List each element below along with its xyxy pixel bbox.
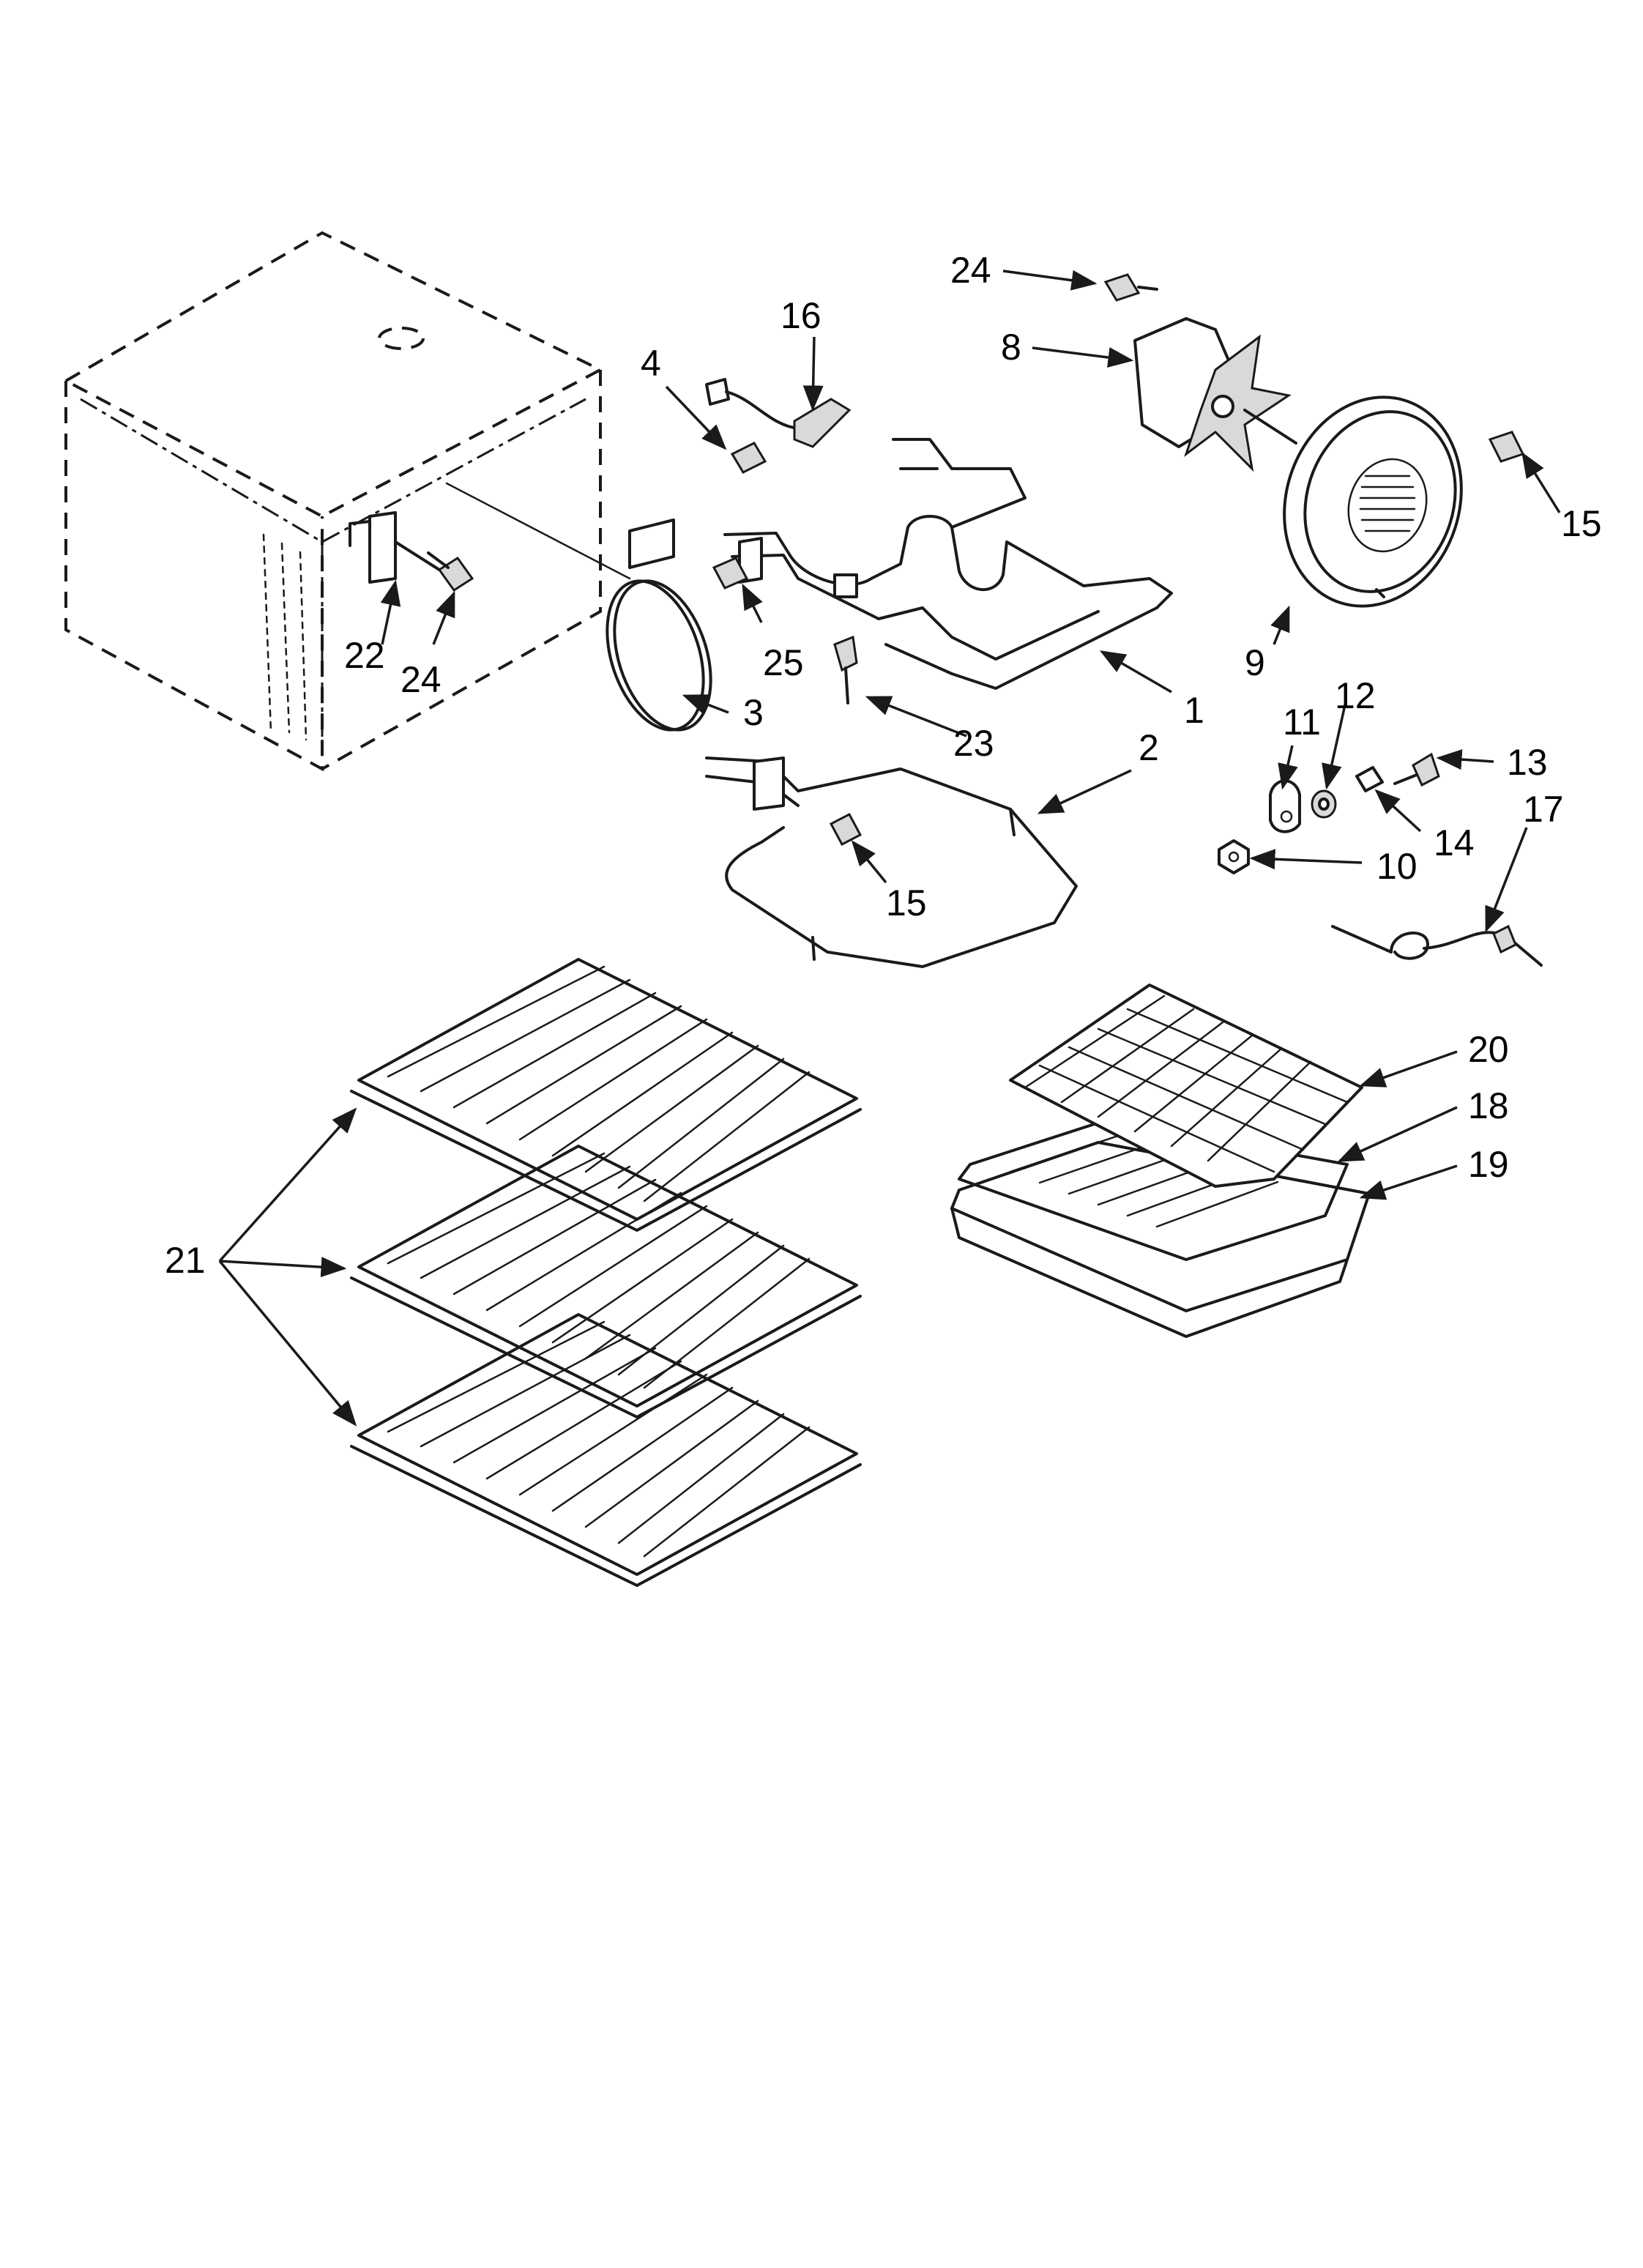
callout-22: 22 <box>344 635 385 676</box>
part-9-fan-cover <box>1283 395 1463 608</box>
callout-3: 3 <box>743 692 764 733</box>
part-24-screw-upper <box>1103 273 1158 302</box>
callout-23: 23 <box>953 723 994 764</box>
part-22-bracket <box>349 511 441 584</box>
part-25-screw <box>712 557 749 590</box>
callout-20: 20 <box>1468 1029 1509 1070</box>
callout-21: 21 <box>165 1240 206 1281</box>
part-4-screw <box>730 442 767 474</box>
part-15-screw-lower <box>829 812 863 847</box>
callout-16: 16 <box>780 295 822 336</box>
part-20-broiler-tray-rack <box>1009 984 1363 1188</box>
part-15-screw-upper <box>1488 431 1525 463</box>
callout-1: 1 <box>1184 690 1204 731</box>
part-21-oven-rack-top <box>350 958 862 1232</box>
oven-cavity-outline <box>62 231 631 772</box>
callout-19: 19 <box>1468 1144 1509 1185</box>
part-3-ring <box>606 518 712 732</box>
part-24-screw-lower <box>427 551 474 592</box>
part-11-bracket <box>1269 779 1301 833</box>
part-16-connector <box>705 378 852 448</box>
part-12-washer <box>1311 789 1337 819</box>
callout-2: 2 <box>1139 727 1159 768</box>
part-21-oven-rack-bottom <box>350 1313 862 1587</box>
part-2-broil-element <box>705 756 1078 968</box>
part-8-fan-motor <box>1133 317 1297 472</box>
callout-25: 25 <box>763 642 804 683</box>
part-17-meat-probe <box>1331 924 1543 967</box>
callout-24-upper: 24 <box>950 250 991 291</box>
callout-12: 12 <box>1335 675 1376 716</box>
part-19-broiler-pan <box>950 1141 1371 1338</box>
callout-15-lower: 15 <box>886 882 927 923</box>
callout-8: 8 <box>1001 327 1021 368</box>
callout-14: 14 <box>1434 822 1475 863</box>
callout-11: 11 <box>1283 702 1321 743</box>
part-21-oven-rack-middle <box>350 1145 862 1419</box>
callout-labels: 24 8 16 4 15 9 1 25 3 23 22 24 2 15 11 1… <box>165 250 1602 1281</box>
callout-24-lower: 24 <box>400 659 442 700</box>
callout-18: 18 <box>1468 1085 1509 1126</box>
callout-13: 13 <box>1507 742 1548 783</box>
part-10-nut <box>1218 839 1250 874</box>
callout-15-upper: 15 <box>1561 503 1602 544</box>
callout-17: 17 <box>1523 789 1564 830</box>
callout-4: 4 <box>641 343 661 384</box>
callout-9: 9 <box>1245 642 1265 683</box>
part-13-bolt <box>1393 752 1440 787</box>
part-14-spacer <box>1355 766 1384 792</box>
leader-lines <box>218 269 1561 1427</box>
part-23-screw <box>833 635 858 704</box>
callout-10: 10 <box>1376 846 1417 887</box>
